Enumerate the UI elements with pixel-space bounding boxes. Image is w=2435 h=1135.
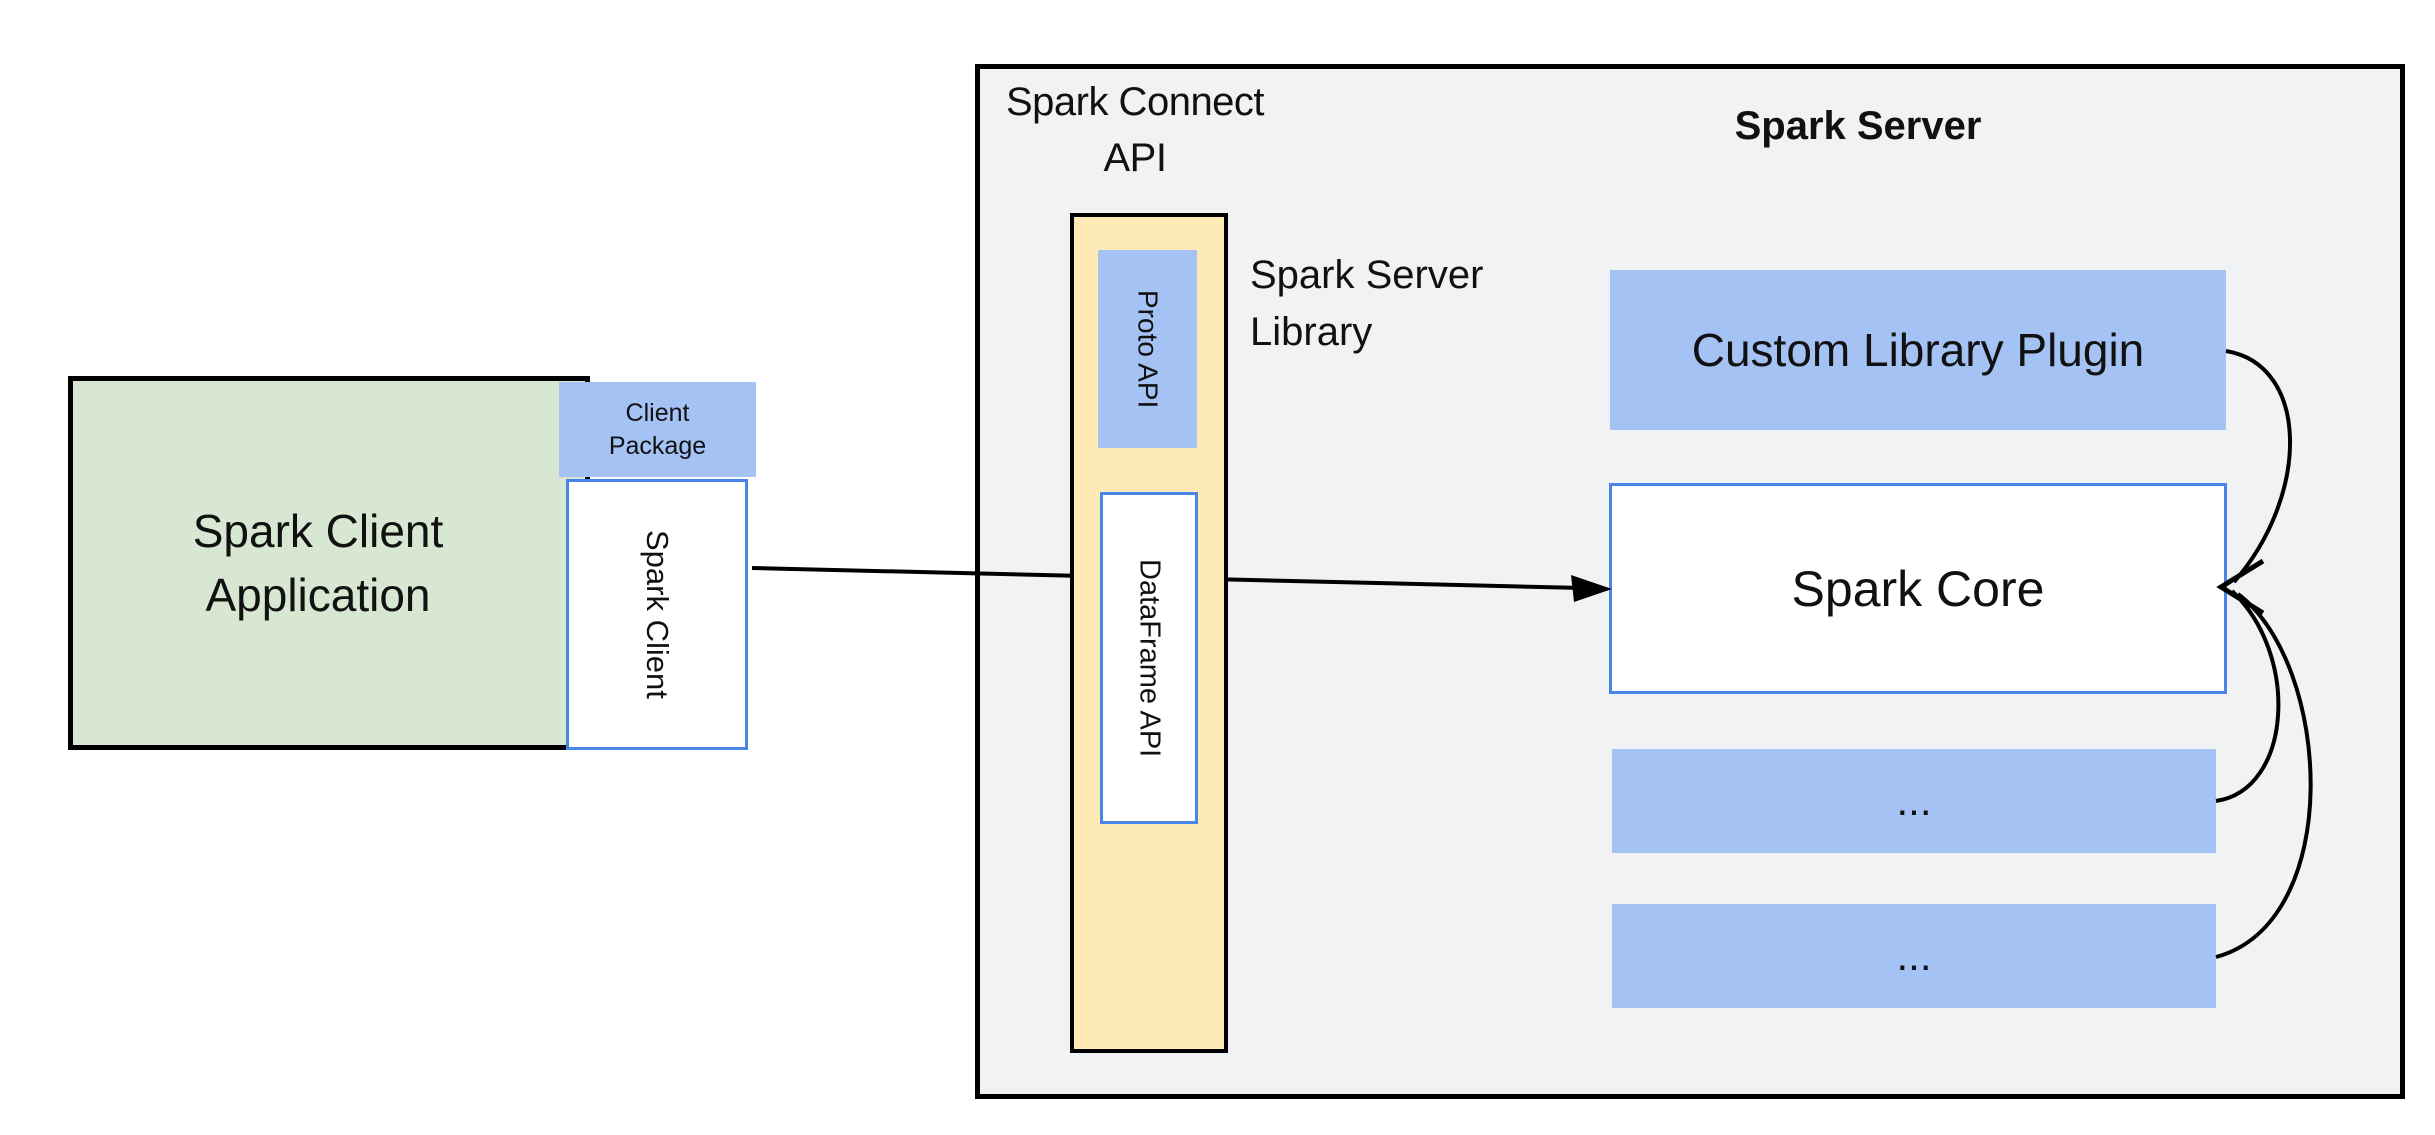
client-package-box: Client Package: [559, 382, 756, 477]
custom-library-plugin-box: Custom Library Plugin: [1610, 270, 2226, 430]
custom-library-plugin-label: Custom Library Plugin: [1691, 324, 2145, 376]
client-package-label: Client Package: [608, 398, 707, 460]
spark-server-heading: Spark Server: [1734, 104, 1982, 148]
spark-client-label: Spark Client: [640, 530, 675, 699]
plugin-placeholder-box-2: ...: [1612, 904, 2216, 1008]
spark-client-application-label: Spark Client Application: [192, 505, 444, 621]
plugin-placeholder-box-1: ...: [1612, 749, 2216, 853]
proto-api-label: Proto API: [1132, 289, 1164, 409]
dataframe-api-box: DataFrame API: [1100, 492, 1198, 824]
plugin-placeholder-label-1: ...: [1896, 777, 1932, 824]
spark-client-box: Spark Client: [566, 479, 748, 750]
dataframe-api-label: DataFrame API: [1133, 558, 1166, 758]
plugin-placeholder-label-2: ...: [1896, 932, 1932, 979]
spark-core-box: Spark Core: [1609, 483, 2227, 694]
proto-api-box: Proto API: [1098, 250, 1197, 448]
spark-core-label: Spark Core: [1791, 560, 2045, 617]
spark-connect-api-heading: Spark Connect API: [1005, 80, 1265, 180]
spark-server-library-label: Spark Server Library: [1250, 253, 1484, 354]
